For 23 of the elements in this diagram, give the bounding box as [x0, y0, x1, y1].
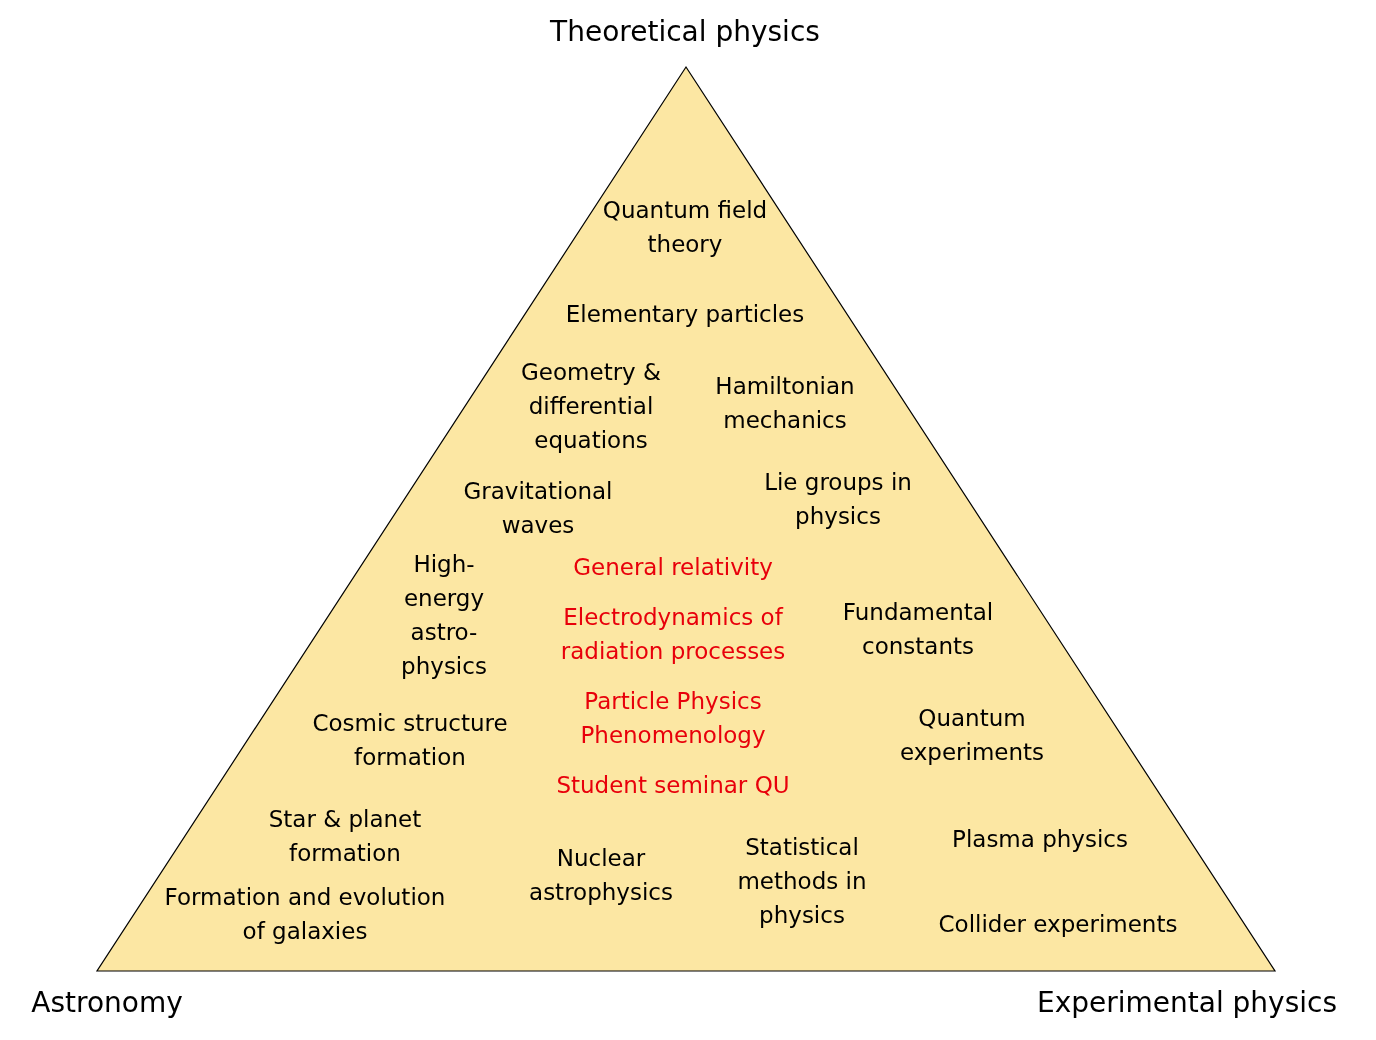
topic-label: Hamiltonian mechanics [714, 372, 856, 435]
topic-label: Geometry & differential equations [520, 358, 662, 455]
topic-label: Star & planet formation [267, 805, 423, 868]
topic-label: Nuclear astrophysics [528, 844, 674, 907]
topic-label: Particle Physics Phenomenology [579, 687, 767, 750]
topic-label: Collider experiments [938, 910, 1178, 939]
topic-label: Elementary particles [565, 300, 805, 329]
topic-label: Quantum field theory [601, 196, 769, 259]
topic-label: Quantum experiments [898, 704, 1046, 767]
corner-label: Astronomy [31, 986, 183, 1020]
topic-label: General relativity [573, 553, 773, 582]
topic-label: Lie groups in physics [763, 468, 913, 531]
topic-label: Plasma physics [952, 825, 1128, 854]
corner-label: Experimental physics [1036, 986, 1338, 1020]
topic-label: Cosmic structure formation [311, 709, 509, 772]
topic-label: Gravitational waves [462, 477, 614, 540]
corner-label: Theoretical physics [550, 15, 820, 49]
topic-label: Formation and evolution of galaxies [163, 883, 447, 946]
topic-label: Statistical methods in physics [736, 833, 868, 930]
topic-label: High-energy astro-physics [400, 550, 488, 681]
topic-label: Electrodynamics of radiation processes [559, 603, 787, 666]
topic-label: Student seminar QU [556, 771, 790, 800]
topic-label: Fundamental constants [841, 598, 995, 661]
